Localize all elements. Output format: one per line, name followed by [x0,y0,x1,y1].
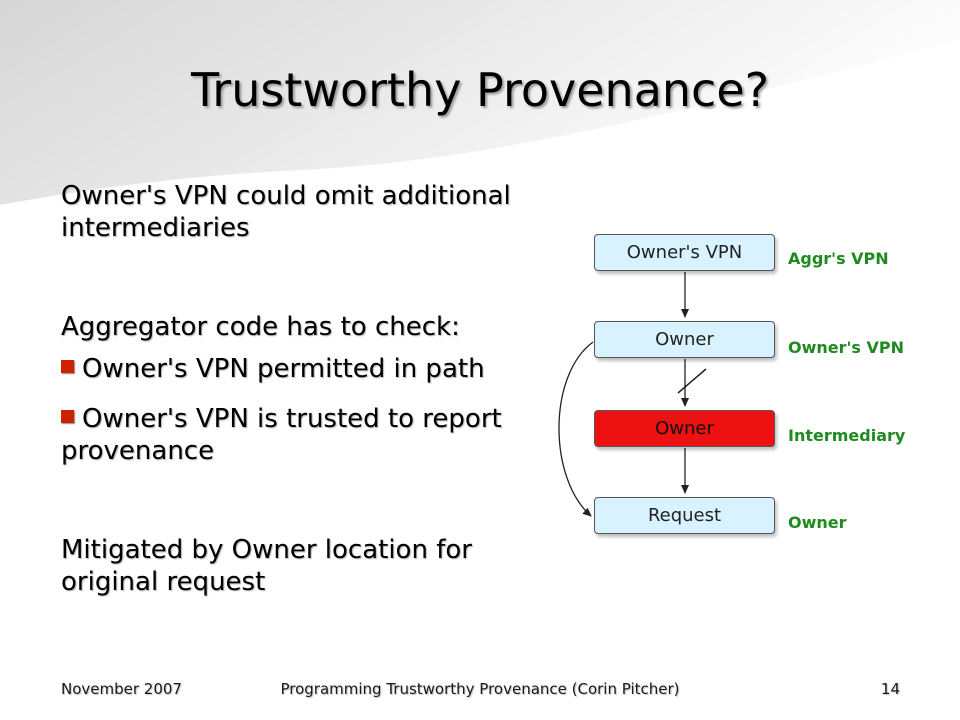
omitted-path-slash [677,368,707,394]
square-bullet-icon [61,410,74,423]
node-owner-intermediary: Owner [594,410,775,447]
bullet-item: Owner's VPN permitted in path [61,353,561,385]
slide-number: 14 [880,680,900,698]
side-label-intermediary: Intermediary [788,426,906,445]
paragraph-mitigation: Mitigated by Owner location for original… [61,535,472,597]
bullet-item: Owner's VPN is trusted to report provena… [61,403,561,467]
paragraph-aggregator-check: Aggregator code has to check: [61,312,460,342]
side-label-aggr-vpn: Aggr's VPN [788,249,889,268]
side-label-owners-vpn: Owner's VPN [788,338,905,357]
node-owners-vpn: Owner's VPN [594,234,775,271]
footer-caption: Programming Trustworthy Provenance (Cori… [280,680,680,698]
footer-date: November 2007 [61,680,182,698]
slide-title: Trustworthy Provenance? [190,63,770,117]
bullet-text: Owner's VPN permitted in path [82,354,485,384]
side-label-owner: Owner [788,513,847,532]
bullet-text: Owner's VPN is trusted to report provena… [61,404,502,466]
node-request: Request [594,497,775,534]
paragraph-vpn-omit: Owner's VPN could omit additional interm… [61,181,511,243]
square-bullet-icon [61,360,74,373]
curved-arrow-owner-to-request [558,341,594,517]
node-owner: Owner [594,321,775,358]
